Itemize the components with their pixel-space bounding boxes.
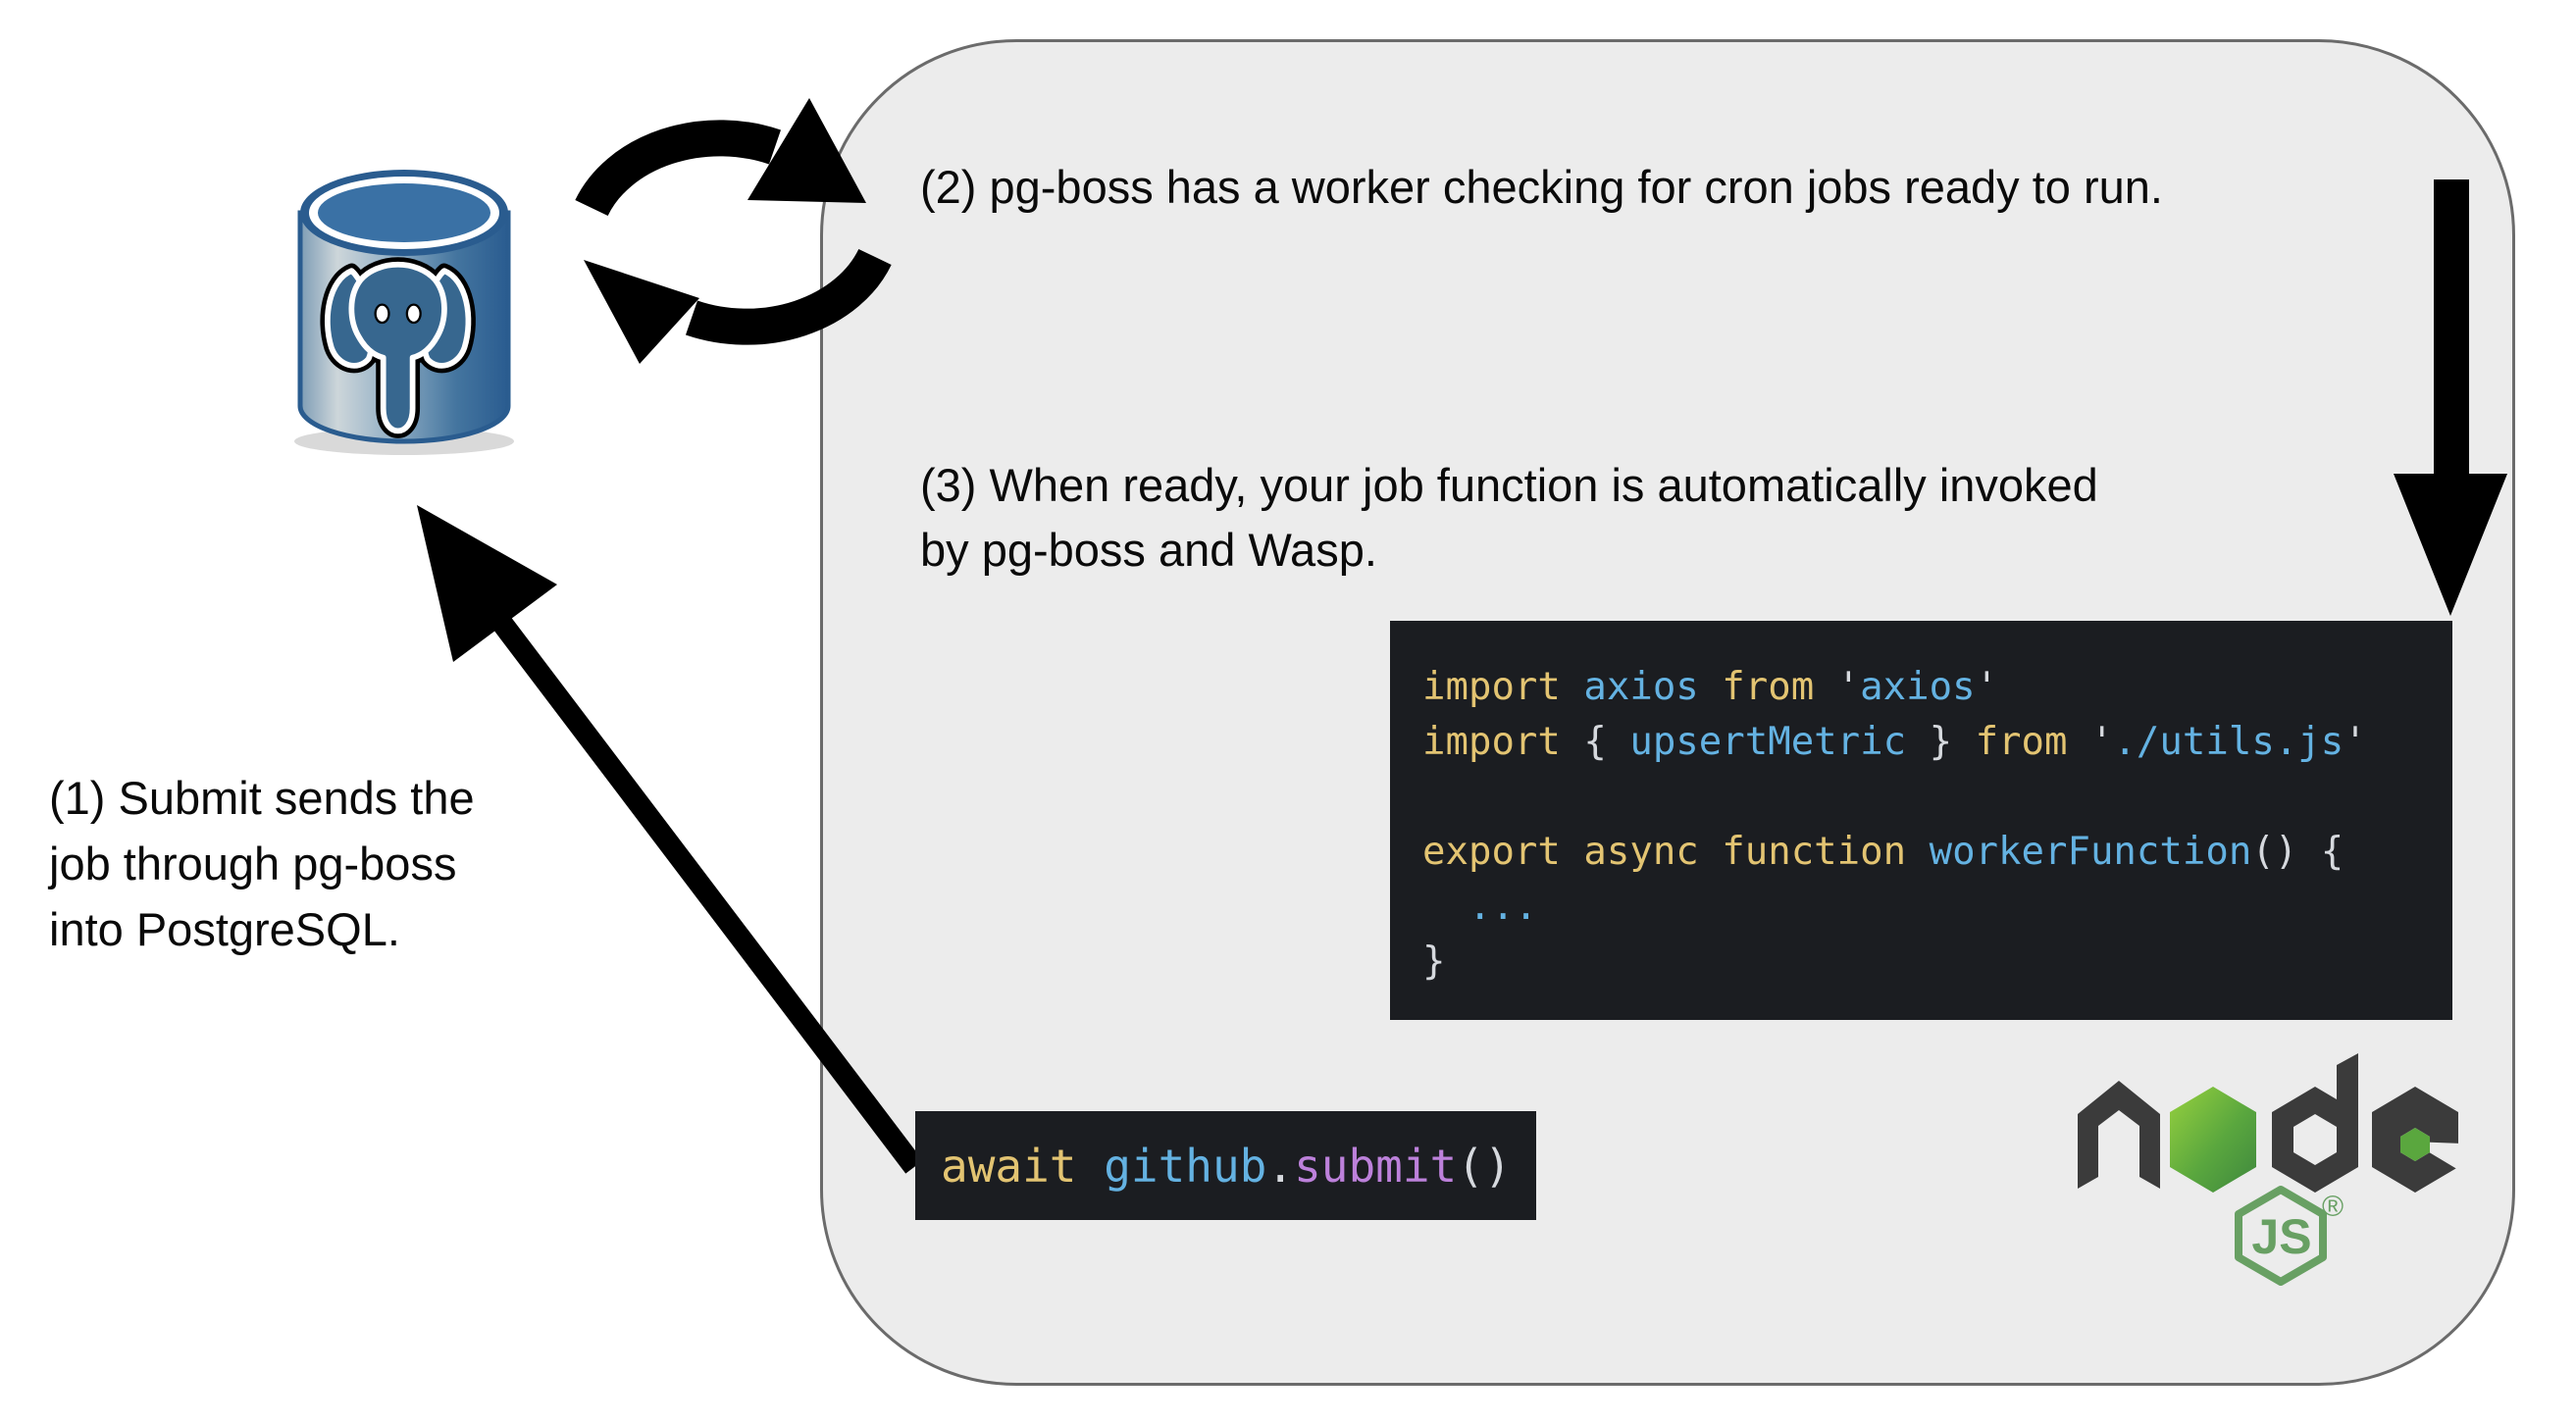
node-letter-o-hexagon [2170,1087,2256,1193]
code-line: export async function workerFunction() { [1422,830,2344,874]
code-line: import { upsertMetric } from './utils.js… [1422,720,2367,764]
js-badge-hexagon [2235,1186,2327,1286]
submit-code-block: await github.submit() [915,1111,1536,1220]
step2-line: (2) pg-boss has a worker checking for cr… [920,161,2163,213]
node-letter-e [2372,1087,2458,1193]
nodejs-logo: JS ® [2078,1053,2462,1286]
node-letter-d-stem [2337,1053,2358,1140]
step1-label: (1) Submit sends the job through pg-boss… [49,765,475,962]
registered-mark: ® [2322,1191,2344,1223]
postgresql-database-icon [294,170,514,455]
node-letter-n [2078,1081,2160,1189]
sync-loop-icon [575,98,892,364]
step2-label: (2) pg-boss has a worker checking for cr… [920,155,2163,220]
code-line: await github.submit() [941,1139,1512,1193]
code-line: } [1422,940,1446,984]
step3-line: (3) When ready, your job function is aut… [920,459,2098,511]
step3-line: by pg-boss and Wasp. [920,524,1377,576]
diagonal-arrow-icon [417,505,923,1174]
step3-label: (3) When ready, your job function is aut… [920,453,2098,583]
worker-code-block: import axios from 'axios' import { upsert… [1390,621,2452,1020]
step1-line: (1) Submit sends the [49,772,475,824]
node-letter-e-dot [2400,1128,2430,1161]
code-line: import axios from 'axios' [1422,665,1999,709]
code-line [1422,770,2452,825]
js-badge-text: JS [2251,1209,2311,1264]
elephant-head [320,257,476,438]
step1-line: job through pg-boss [49,838,457,890]
step1-line: into PostgreSQL. [49,903,400,955]
code-line: ... [1422,885,1538,929]
down-arrow-icon [2394,179,2507,616]
